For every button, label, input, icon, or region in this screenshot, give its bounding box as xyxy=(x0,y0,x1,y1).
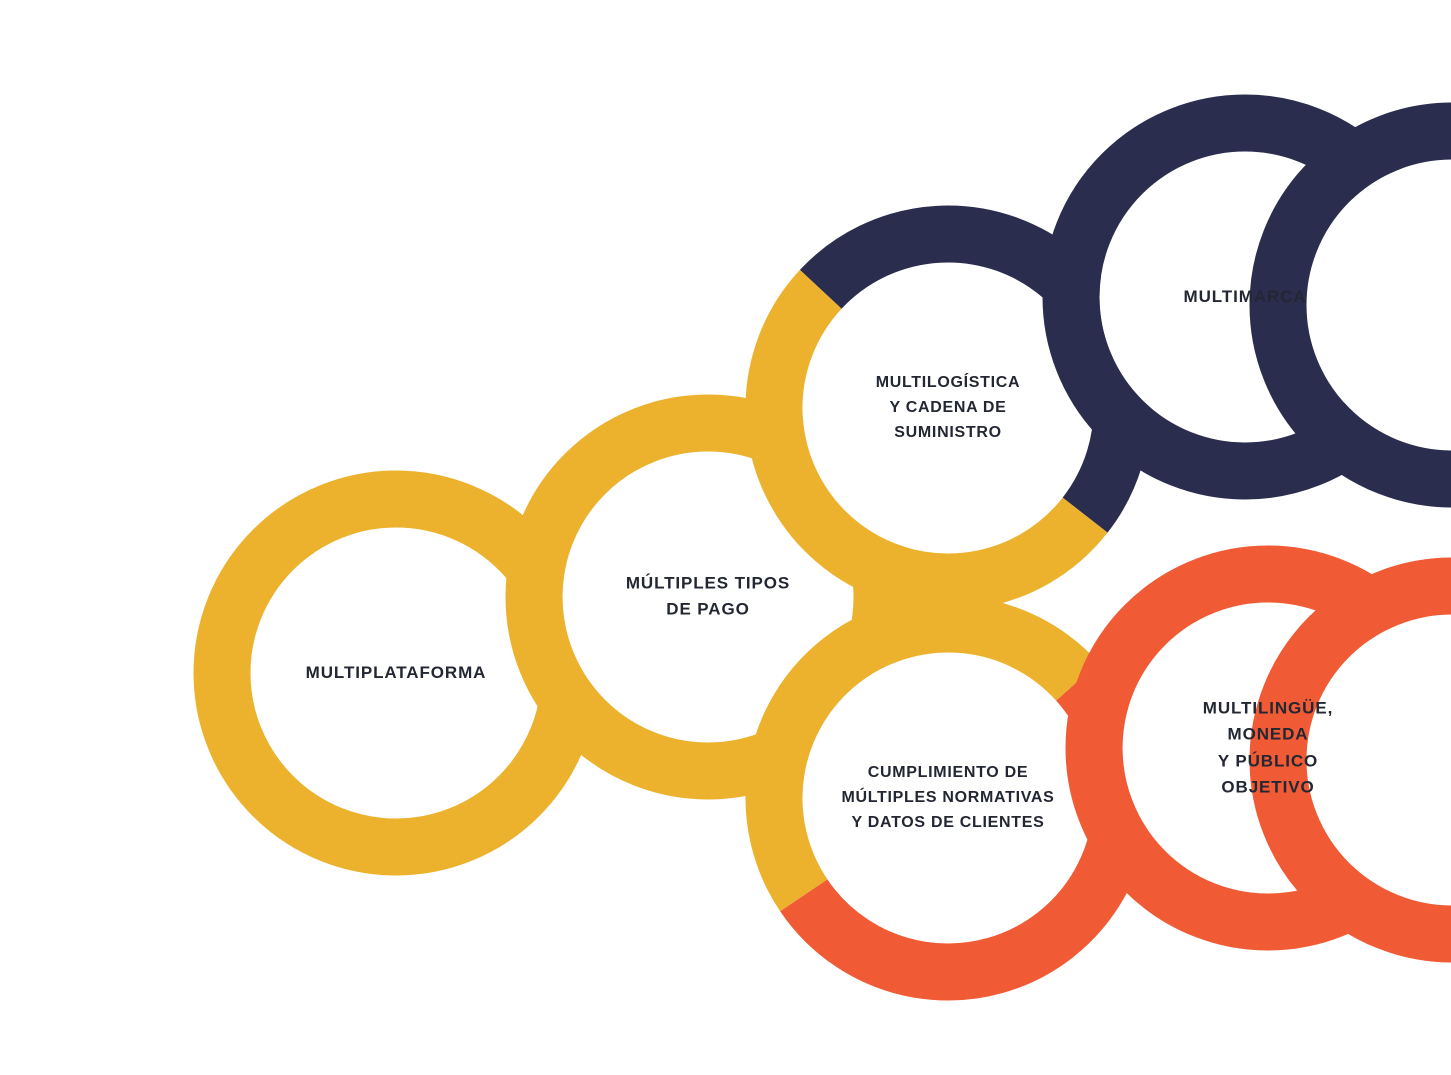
ring-partial-ring-top-right[interactable] xyxy=(1249,102,1451,508)
ring-segment-yellow xyxy=(745,269,1108,611)
ring-inner-disc xyxy=(802,652,1094,944)
ring-inner-disc xyxy=(250,527,542,819)
ring-inner-disc xyxy=(802,262,1094,554)
ring-inner-disc xyxy=(1306,159,1451,451)
ring-inner-disc xyxy=(1306,614,1451,906)
ring-segment-yellow xyxy=(745,595,1099,912)
ring-cumplimiento-normativas-datos[interactable] xyxy=(745,595,1151,1001)
ring-partial-ring-bottom-right[interactable] xyxy=(1249,557,1451,963)
ring-segment-navy xyxy=(1249,102,1451,508)
ring-inner-disc xyxy=(562,451,854,743)
ring-segment-orange xyxy=(1249,557,1451,963)
